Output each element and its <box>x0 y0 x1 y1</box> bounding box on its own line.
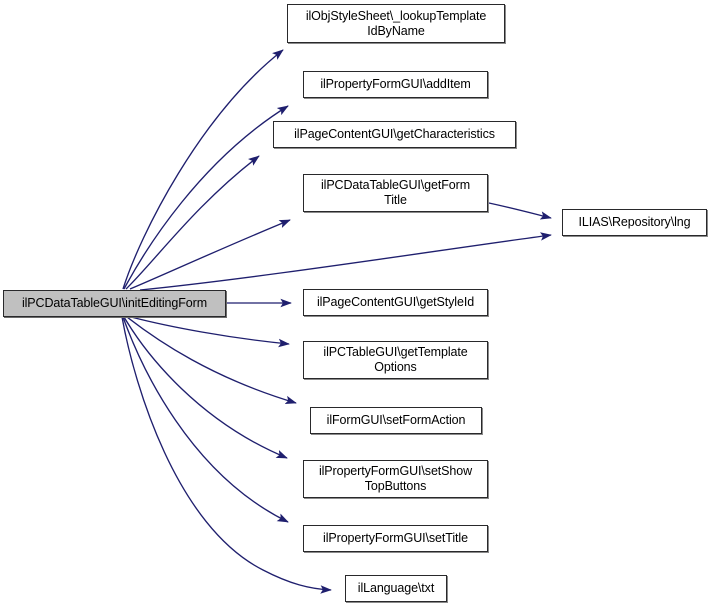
node-ilPropertyFormGUI-setTitle[interactable]: ilPropertyFormGUI\setTitle <box>303 525 488 552</box>
node-ilPageContentGUI-getStyleId[interactable]: ilPageContentGUI\getStyleId <box>303 289 488 316</box>
node-ilPCDataTableGUI-getFormTitle[interactable]: ilPCDataTableGUI\getForm Title <box>303 174 488 212</box>
node-ilObjStyleSheet-lookupTemplateIdByName[interactable]: ilObjStyleSheet\_lookupTemplate IdByName <box>287 4 505 43</box>
edge-root-to-setFormAction <box>126 316 297 405</box>
edge-root-to-addItem <box>123 105 289 290</box>
node-ilFormGUI-setFormAction[interactable]: ilFormGUI\setFormAction <box>310 407 482 434</box>
edge-root-to-setTitle <box>122 316 289 523</box>
edge-root-to-txt <box>121 316 332 594</box>
node-ilPropertyFormGUI-setShowTopButtons[interactable]: ilPropertyFormGUI\setShow TopButtons <box>303 460 488 498</box>
node-ilLanguage-txt[interactable]: ilLanguage\txt <box>345 575 447 602</box>
node-ilPCTableGUI-getTemplateOptions[interactable]: ilPCTableGUI\getTemplate Options <box>303 341 488 379</box>
node-ILIAS-Repository-lng[interactable]: ILIAS\Repository\lng <box>562 209 707 236</box>
edge-root-to-lookupTemplateIdByName <box>122 49 284 290</box>
node-root-ilPCDataTableGUI-initEditingForm[interactable]: ilPCDataTableGUI\initEditingForm <box>3 290 226 317</box>
node-ilPageContentGUI-getCharacteristics[interactable]: ilPageContentGUI\getCharacteristics <box>273 121 516 148</box>
node-ilPropertyFormGUI-addItem[interactable]: ilPropertyFormGUI\addItem <box>303 71 488 98</box>
edge-root-to-lng <box>139 232 552 291</box>
edge-root-to-setShowTopButtons <box>123 316 288 459</box>
edge-root-to-getFormTitle <box>129 219 291 290</box>
edge-getFormTitle-to-lng <box>488 202 552 220</box>
edge-root-to-getCharacteristics <box>125 155 260 290</box>
edge-root-to-getTemplateOptions <box>130 316 290 348</box>
